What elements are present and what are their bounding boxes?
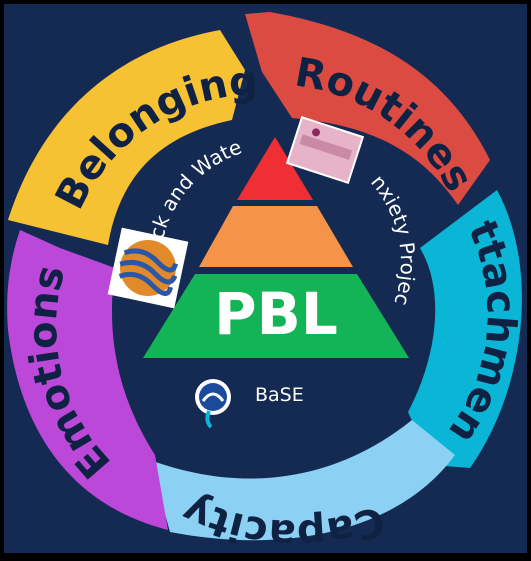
segment-emotions [7,230,169,530]
segment-routines [245,12,490,205]
base-logo-icon [195,379,231,429]
pyramid-top-tier [237,137,313,200]
segment-belonging [8,30,245,245]
anxiety-project-logo-icon [285,116,365,184]
pyramid-label: PBL [214,280,338,348]
segment-capacity [150,420,455,541]
pyramid-bottom-tier [143,274,409,358]
segment-attachment [408,190,522,468]
pyramid-middle-tier [199,206,353,267]
rock-and-water-logo-icon [107,227,189,309]
base-label: BaSE [255,384,304,406]
